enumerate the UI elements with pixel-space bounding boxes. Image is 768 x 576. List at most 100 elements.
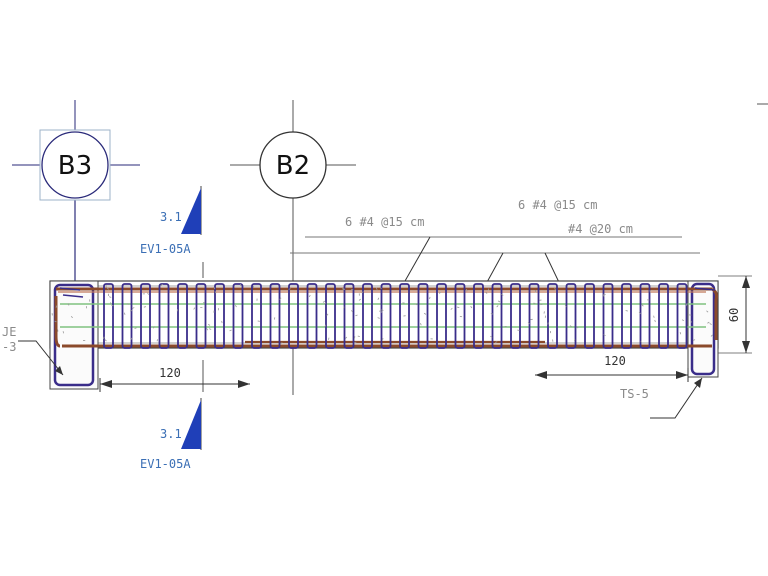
- hatch-speck: [350, 310, 354, 313]
- hatch-speck: [602, 294, 605, 297]
- hatch-speck: [423, 312, 427, 315]
- grid-axis-b2-label: B2: [276, 151, 310, 181]
- stirrup: [158, 283, 170, 349]
- rebar-notes: 6 #4 @15 cm 6 #4 @15 cm #4 @20 cm: [290, 198, 700, 327]
- hatch-speck: [106, 287, 110, 290]
- stirrup: [288, 283, 299, 349]
- hatch-speck: [457, 306, 460, 309]
- grid-axis-b3-label: B3: [58, 151, 92, 181]
- hatch-speck: [134, 327, 137, 330]
- hatch-speck: [235, 304, 237, 308]
- hatch-speck: [450, 307, 453, 310]
- left-tag-line1: JE: [2, 325, 16, 339]
- stirrup: [602, 283, 614, 349]
- hatch-speck: [496, 305, 499, 308]
- stirrup: [177, 283, 188, 349]
- stirrup: [676, 283, 688, 349]
- hatch-speck: [206, 328, 209, 331]
- hatch-speck: [706, 310, 709, 313]
- hatch-speck: [490, 335, 493, 338]
- hatch-speck: [143, 306, 147, 308]
- hatch-speck: [109, 296, 112, 298]
- stirrup: [399, 283, 410, 349]
- hatch-speck: [638, 311, 641, 315]
- grid-axis-b2: B2: [230, 100, 356, 395]
- stirrup: [362, 283, 373, 349]
- hatch-speck: [381, 338, 384, 341]
- hatch-speck: [126, 303, 130, 305]
- hatch-speck: [653, 315, 655, 318]
- stirrup: [417, 283, 429, 349]
- hatch-speck: [288, 288, 291, 290]
- hatch-speck: [207, 323, 211, 326]
- hatch-speck: [124, 312, 126, 315]
- hatch-speck: [709, 323, 712, 325]
- rebar-note-left: 6 #4 @15 cm: [345, 215, 424, 229]
- hatch-speck: [649, 290, 651, 293]
- section-bottom-sheet: EV1-05A: [140, 457, 191, 471]
- hatch-speck: [569, 325, 572, 328]
- beam-elevation: [49, 280, 719, 390]
- dimension-left-value: 120: [159, 366, 181, 380]
- stirrup: [658, 283, 669, 349]
- hatch-speck: [130, 337, 133, 341]
- stirrup: [473, 283, 484, 349]
- hatch-speck: [193, 307, 196, 310]
- hatch-speck: [323, 302, 327, 305]
- hatch-speck: [156, 339, 159, 342]
- concrete-hatch: [51, 283, 713, 345]
- hatch-speck: [707, 321, 710, 324]
- hatch-speck: [326, 313, 329, 316]
- hatch-speck: [497, 300, 501, 303]
- hatch-speck: [495, 341, 498, 343]
- stirrup: [251, 283, 262, 349]
- hatch-speck: [324, 324, 327, 328]
- right-tag: TS-5: [620, 377, 703, 419]
- stirrup: [584, 283, 595, 349]
- stirrup: [547, 283, 558, 349]
- stirrup: [343, 283, 355, 349]
- hatch-speck: [377, 297, 380, 300]
- hatch-speck: [679, 332, 682, 335]
- hatch-speck: [379, 286, 382, 290]
- hatch-speck: [213, 286, 216, 290]
- hatch-speck: [501, 293, 504, 296]
- stirrup: [436, 283, 447, 349]
- hatch-speck: [280, 342, 283, 345]
- section-marker-bottom: 3.1 EV1-05A: [140, 398, 202, 471]
- hatch-speck: [361, 291, 364, 294]
- hatch-speck: [70, 315, 73, 319]
- hatch-speck: [415, 303, 418, 306]
- hatch-speck: [554, 287, 556, 291]
- hatch-speck: [381, 308, 384, 311]
- column-tie: [59, 287, 81, 291]
- hatch-speck: [355, 314, 358, 317]
- hatch-speck: [55, 305, 58, 308]
- hatch-speck: [641, 304, 644, 307]
- hatch-speck: [209, 328, 212, 330]
- left-tag: JE -3: [2, 325, 64, 376]
- hatch-speck: [345, 336, 348, 339]
- hatch-speck: [104, 339, 107, 342]
- hatch-speck: [377, 317, 380, 319]
- hatch-speck: [152, 326, 155, 329]
- left-tag-line2: -3: [2, 340, 16, 354]
- hatch-speck: [379, 309, 382, 312]
- hatch-speck: [603, 334, 606, 336]
- column-tie: [694, 287, 716, 291]
- stirrup: [121, 283, 133, 349]
- stirrup: [639, 283, 651, 349]
- hatch-speck: [252, 285, 255, 288]
- column-tie: [62, 294, 84, 298]
- hatch-speck: [322, 300, 326, 303]
- section-arrow-icon: [181, 400, 201, 449]
- stirrup: [306, 283, 318, 349]
- hatch-speck: [681, 319, 685, 322]
- rebar-note-top: 6 #4 @15 cm: [518, 198, 597, 212]
- hatch-speck: [690, 320, 692, 323]
- hatch-speck: [103, 336, 105, 339]
- hatch-speck: [485, 291, 488, 294]
- hatch-speck: [527, 322, 530, 325]
- section-bottom-number: 3.1: [160, 427, 182, 441]
- hatch-speck: [429, 296, 431, 300]
